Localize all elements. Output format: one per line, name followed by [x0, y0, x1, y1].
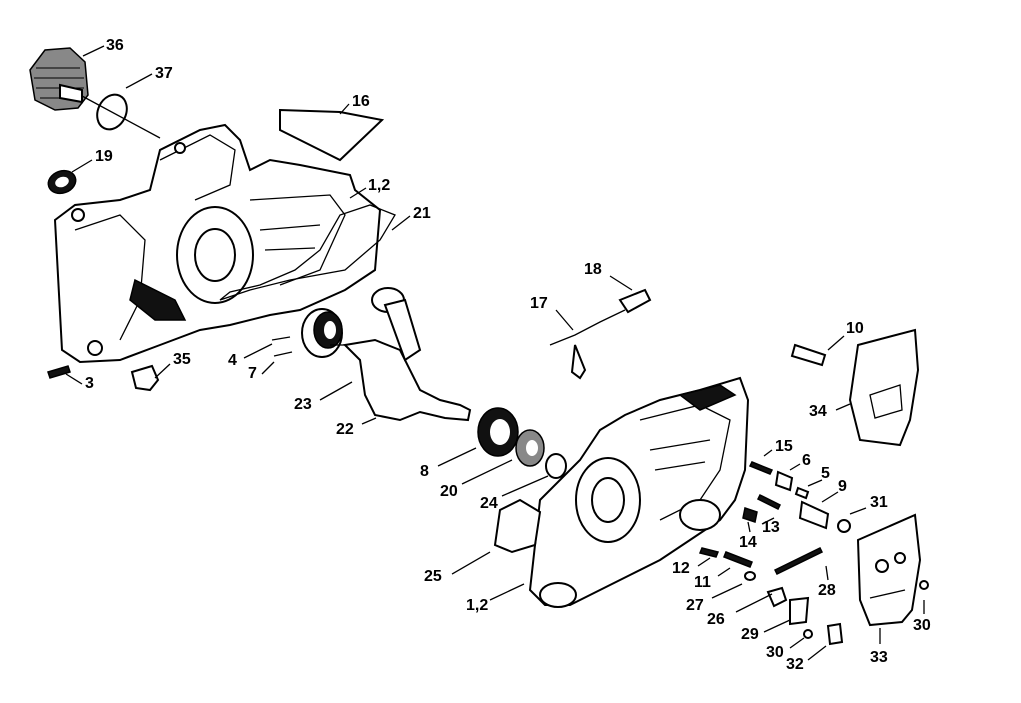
label-part-9: 9 [838, 478, 847, 495]
part-24-ring [545, 453, 567, 479]
label-part-16: 16 [352, 93, 370, 110]
label-part-10: 10 [846, 320, 864, 337]
label-part-28: 28 [818, 582, 836, 599]
part-30-screw-right [919, 580, 929, 590]
part-32-clip [826, 622, 844, 646]
part-26-gear [766, 586, 788, 608]
part-8-bearing-right [477, 407, 519, 457]
label-part-20: 20 [440, 483, 458, 500]
part-12-screw [698, 547, 720, 558]
label-part-23: 23 [294, 396, 312, 413]
label-part-6: 6 [802, 452, 811, 469]
part-25-mount [493, 498, 542, 554]
label-part-31: 31 [870, 494, 888, 511]
part-5-part [794, 486, 810, 500]
label-part-33: 33 [870, 649, 888, 666]
label-part-26: 26 [707, 611, 725, 628]
part-6-sleeve [774, 470, 794, 492]
label-part-24: 24 [480, 495, 498, 512]
label-part-21: 21 [413, 205, 431, 222]
part-35-grommet [130, 364, 160, 392]
part-19-seal [47, 169, 77, 195]
label-part-13: 13 [762, 519, 780, 536]
label-part-36: 36 [106, 37, 124, 54]
label-part-11: 11 [694, 574, 711, 591]
part-17-oil-line [549, 309, 626, 346]
label-part-3: 3 [85, 375, 94, 392]
part-28-adjuster [773, 546, 824, 576]
label-part-30-right: 30 [913, 617, 931, 634]
label-part-29: 29 [741, 626, 759, 643]
label-part-34: 34 [809, 403, 827, 420]
part-30-screw-bottom [803, 629, 813, 639]
leader-lines [65, 45, 925, 661]
part-22-crankshaft [330, 287, 472, 422]
part-16-plate [279, 108, 385, 162]
part-3-screw [47, 365, 71, 379]
label-part-22: 22 [336, 421, 354, 438]
part-1-2-crankcase-right [528, 376, 750, 608]
label-part-37: 37 [155, 65, 173, 82]
part-13-screw [756, 493, 782, 511]
label-part-4: 4 [228, 352, 237, 369]
label-part-30-bottom: 30 [766, 644, 784, 661]
part-14-screw [742, 507, 758, 523]
part-33-cover [856, 513, 922, 627]
part-8-bearing-left [301, 308, 343, 358]
label-part-5: 5 [821, 465, 830, 482]
label-part-15: 15 [775, 438, 793, 455]
part-10-stud [790, 343, 827, 367]
part-21-gasket [219, 204, 396, 301]
part-18-valve [618, 288, 652, 314]
part-9-stud [798, 500, 830, 530]
label-part-8: 8 [420, 463, 429, 480]
part-34-cover [848, 328, 920, 447]
label-part-35: 35 [173, 351, 191, 368]
part-20-seal [515, 429, 545, 467]
label-part-17: 17 [530, 295, 548, 312]
label-part-32: 32 [786, 656, 804, 673]
label-part-19: 19 [95, 148, 113, 165]
label-part-1-2-top: 1,2 [368, 177, 391, 194]
label-part-14: 14 [739, 534, 757, 551]
part-29-plate [789, 596, 810, 626]
part-36-cylinder [29, 47, 89, 111]
label-part-1-2-bottom: 1,2 [466, 597, 489, 614]
label-part-18: 18 [584, 261, 602, 278]
part-11-screw [723, 551, 753, 568]
part-31-clip [837, 519, 851, 533]
part-27-washer [744, 571, 756, 581]
label-part-12: 12 [672, 560, 690, 577]
label-part-7: 7 [248, 365, 257, 382]
label-part-27: 27 [686, 597, 704, 614]
label-part-25: 25 [424, 568, 442, 585]
part-15-screw [748, 461, 774, 475]
part-1-2-crankcase-left [53, 123, 382, 364]
